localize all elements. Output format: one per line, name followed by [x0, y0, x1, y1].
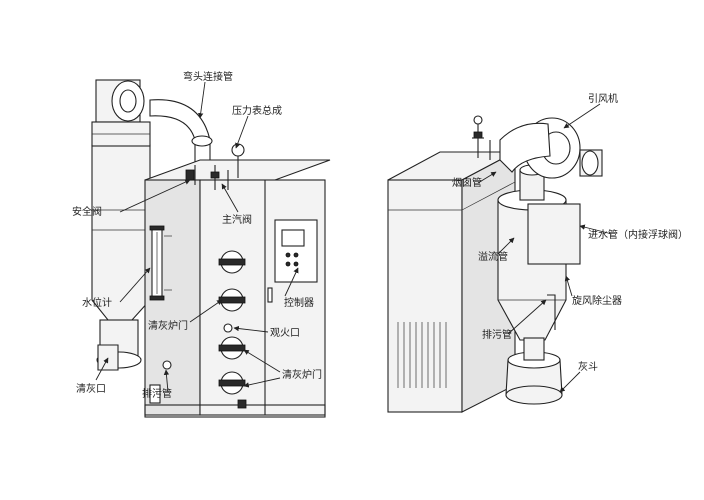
arrow-ash-door-lower-2: [243, 377, 281, 388]
label-main-steam-valve: 主汽阀: [222, 213, 252, 226]
label-drain-pipe-left: 排污管: [142, 387, 172, 400]
arrow-ash-door-lower-1: [243, 349, 281, 373]
label-ash-door-upper: 清灰炉门: [148, 319, 188, 332]
arrow-control: [284, 267, 299, 297]
label-elbow-pipe: 弯头连接管: [183, 70, 233, 83]
arrow-safety: [119, 179, 191, 213]
right-boiler-illustration: [387, 115, 603, 413]
right-ash-hopper: [505, 337, 563, 405]
label-ash-outlet: 清灰口: [76, 382, 106, 395]
right-louvers: [397, 322, 447, 388]
label-ash-door-lower: 清灰炉门: [282, 368, 322, 381]
left-leader-lines: [95, 81, 299, 393]
arrow-ash-door-upper: [189, 299, 223, 323]
arrow-drain-left: [163, 369, 170, 393]
arrow-drain-right: [507, 299, 547, 335]
arrow-ash-outlet: [95, 357, 109, 381]
right-top-valves: [472, 115, 491, 160]
left-water-level-gauge: [149, 225, 172, 301]
right-leader-lines: [477, 103, 613, 393]
right-boiler-front: [387, 179, 463, 413]
left-top-valves: [185, 143, 245, 190]
label-overflow-pipe: 溢流管: [478, 250, 508, 263]
label-ash-hopper: 灰斗: [578, 360, 598, 373]
arrow-induced-fan: [563, 103, 601, 129]
label-drain-pipe-right: 排污管: [482, 328, 512, 341]
arrow-elbow: [197, 81, 206, 119]
label-control-panel: 控制器: [284, 296, 314, 309]
left-ash-doors: [149, 250, 247, 409]
arrow-cyclone: [564, 275, 573, 297]
left-cyclone: [91, 144, 151, 371]
arrow-chimney: [477, 171, 497, 184]
label-safety-valve: 安全阀: [72, 205, 102, 218]
label-water-level: 水位计: [82, 296, 112, 309]
left-labels: 弯头连接管 压力表总成 安全阀 主汽阀 控制器 水位计 清灰炉门 观火口 清灰口…: [72, 70, 322, 400]
right-labels: 引风机 烟囱管 溢流管 进水管（内接浮球阀） 旋风除尘器 排污管 灰斗: [452, 92, 688, 373]
label-induced-fan: 引风机: [588, 92, 618, 105]
arrow-ash-hopper: [559, 371, 581, 393]
label-chimney-pipe: 烟囱管: [452, 176, 482, 189]
left-fan: [91, 79, 151, 147]
right-fan: [499, 117, 603, 179]
arrow-pressure: [235, 115, 249, 149]
label-cyclone: 旋风除尘器: [572, 294, 622, 307]
arrow-overflow: [497, 237, 515, 255]
label-sight-port: 观火口: [270, 327, 300, 339]
arrow-sight-port: [233, 325, 269, 333]
right-cyclone: [497, 164, 581, 341]
right-drain-pipe: [547, 294, 556, 330]
arrow-water-inlet: [579, 224, 613, 235]
label-water-inlet: 进水管（内接浮球阀）: [588, 228, 688, 241]
left-elbow-pipe: [149, 99, 213, 166]
arrow-main-steam: [221, 183, 239, 213]
label-pressure-gauge: 压力表总成: [232, 104, 282, 117]
arrow-water-level: [119, 267, 151, 303]
left-boiler-illustration: [91, 79, 331, 418]
